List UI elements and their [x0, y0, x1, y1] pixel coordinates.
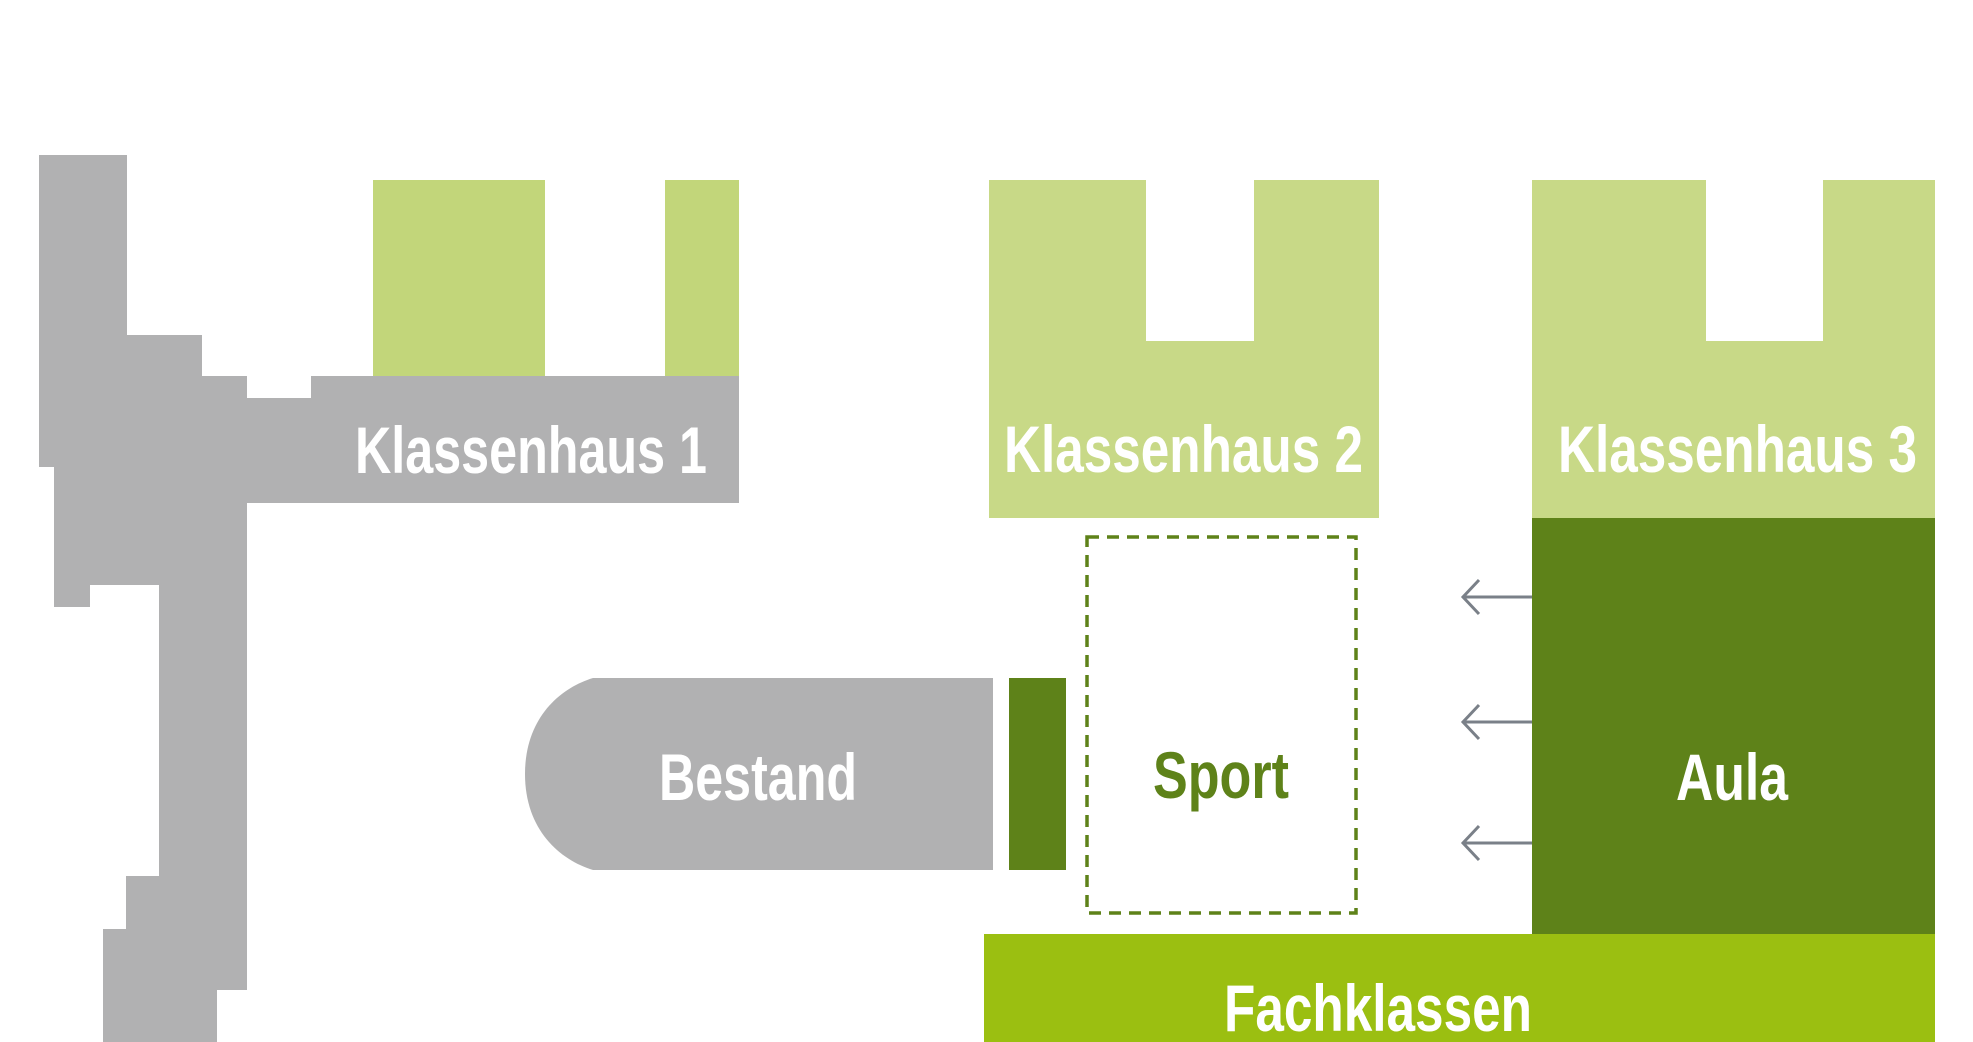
klassenhaus2-building	[989, 180, 1379, 518]
fachklassen-label: Fachklassen	[1224, 971, 1532, 1042]
fachklassen-building	[984, 934, 1935, 1042]
arrow-left-icon	[1460, 824, 1532, 862]
existing-building-main	[39, 155, 739, 1042]
klassenhaus2-label: Klassenhaus 2	[1004, 412, 1363, 486]
klassenhaus3-label: Klassenhaus 3	[1558, 412, 1917, 486]
sport-label: Sport	[1153, 738, 1289, 812]
klassenhaus3-building	[1532, 180, 1935, 518]
sport-area	[1085, 535, 1358, 915]
klassenhaus1-wing-left	[373, 180, 545, 376]
arrow-left-icon	[1460, 578, 1532, 616]
connector-block	[1009, 678, 1066, 870]
klassenhaus1-label: Klassenhaus 1	[355, 413, 707, 487]
klassenhaus1-wing-right	[665, 180, 739, 376]
aula-building	[1532, 518, 1935, 934]
aula-label: Aula	[1676, 740, 1789, 814]
bestand-label: Bestand	[659, 740, 857, 814]
arrow-left-icon	[1460, 703, 1532, 741]
bestand-building	[525, 678, 993, 870]
